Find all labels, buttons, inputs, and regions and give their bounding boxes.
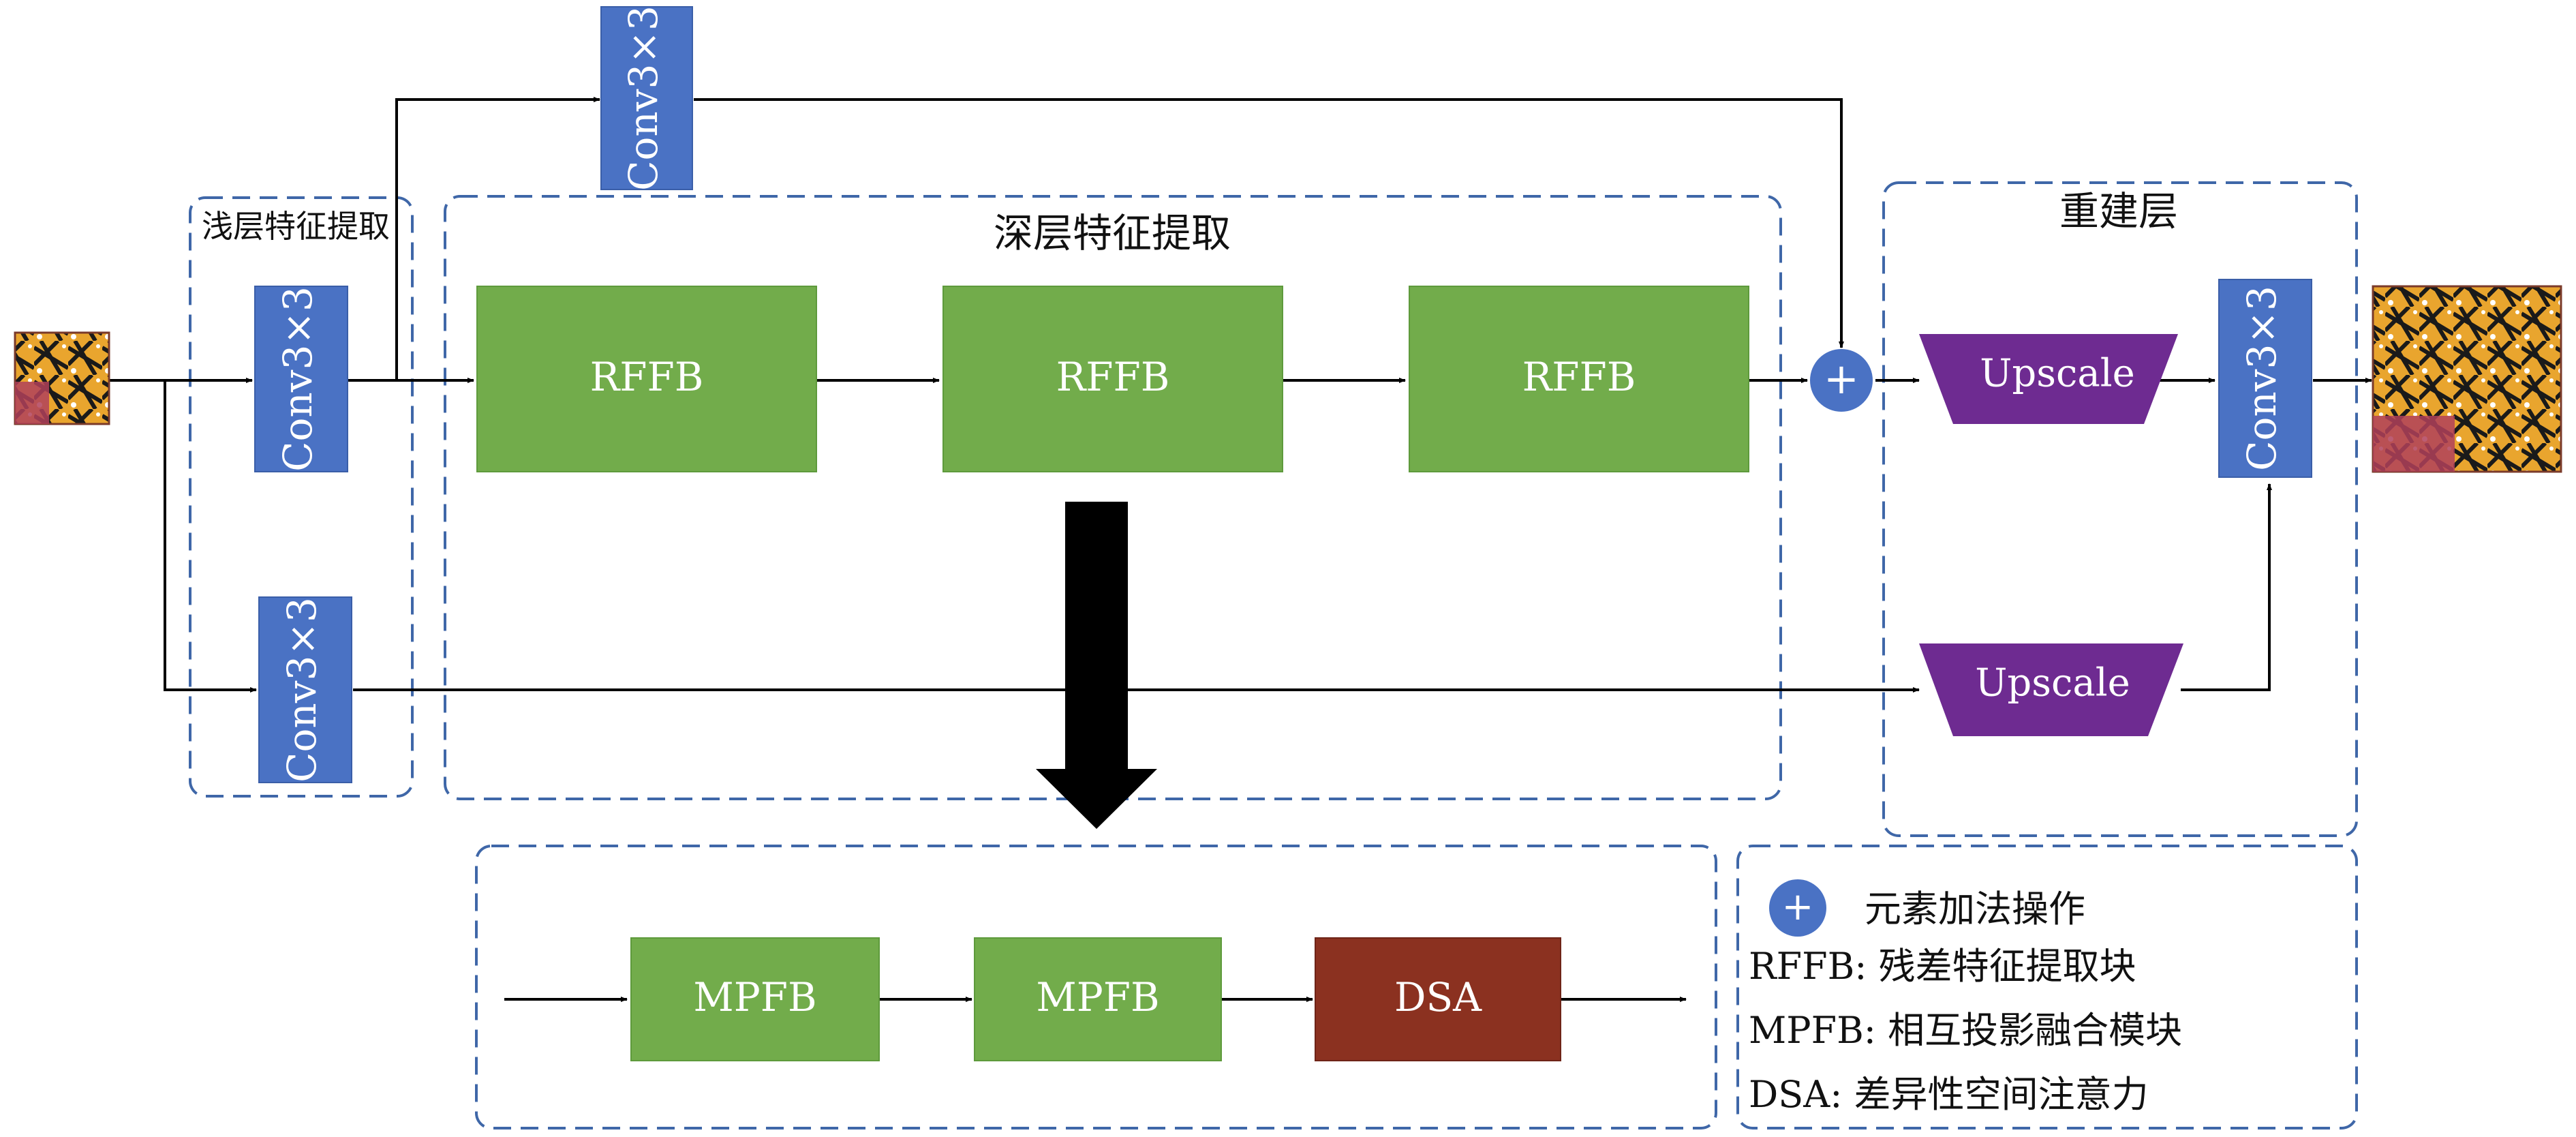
svg-text:Conv3×3: Conv3×3 xyxy=(2239,286,2285,471)
recon-title: 重建层 xyxy=(2059,188,2178,234)
dsa-block: DSA xyxy=(1315,937,1561,1061)
deep-title: 深层特征提取 xyxy=(994,210,1231,256)
recon-region xyxy=(1882,181,2358,837)
svg-text:MPFB: MPFB xyxy=(693,974,816,1020)
mpfb-block-2: MPFB xyxy=(974,937,1222,1061)
rffb-block-3: RFFB xyxy=(1409,286,1749,472)
svg-text:Upscale: Upscale xyxy=(1980,352,2135,396)
conv-block-shallow-2: Conv3×3 xyxy=(258,596,352,783)
shallow-title: 浅层特征提取 xyxy=(202,208,390,245)
conv-block-skip: Conv3×3 xyxy=(600,5,693,191)
svg-text:MPFB: MPFB xyxy=(1036,974,1159,1020)
svg-text:RFFB: RFFB xyxy=(590,354,704,400)
rffb-block-2: RFFB xyxy=(942,286,1283,472)
legend-rffb: RFFB: 残差特征提取块 xyxy=(1749,945,2136,988)
conv-block-recon: Conv3×3 xyxy=(2218,279,2312,478)
svg-text:Upscale: Upscale xyxy=(1975,661,2130,706)
legend: + 元素加法操作 RFFB: 残差特征提取块 MPFB: 相互投影融合模块 DS… xyxy=(1749,879,2182,1116)
svg-text:Conv3×3: Conv3×3 xyxy=(275,286,321,472)
svg-text:RFFB: RFFB xyxy=(1522,354,1636,400)
svg-text:Conv3×3: Conv3×3 xyxy=(620,5,666,191)
svg-text:+: + xyxy=(1824,354,1859,404)
upscale-block-bottom: Upscale xyxy=(1919,643,2183,736)
legend-add: 元素加法操作 xyxy=(1865,888,2085,930)
output-image xyxy=(2372,285,2562,473)
rffb-block-1: RFFB xyxy=(476,286,817,472)
expand-down-arrow-icon xyxy=(1036,502,1157,829)
shallow-region xyxy=(189,196,414,798)
connections xyxy=(109,97,2372,1002)
legend-region xyxy=(1736,845,2358,1130)
upscale-block-top: Upscale xyxy=(1919,334,2178,424)
conv-block-shallow-1: Conv3×3 xyxy=(254,286,348,472)
svg-text:+: + xyxy=(1782,885,1814,929)
legend-dsa: DSA: 差异性空间注意力 xyxy=(1749,1073,2149,1116)
svg-text:DSA: DSA xyxy=(1394,974,1482,1020)
legend-plus-icon xyxy=(1769,879,1826,937)
mpfb-block-1: MPFB xyxy=(630,937,880,1061)
input-image xyxy=(14,331,110,425)
rffb-detail-region xyxy=(475,845,1717,1130)
legend-mpfb: MPFB: 相互投影融合模块 xyxy=(1749,1009,2182,1052)
svg-text:Conv3×3: Conv3×3 xyxy=(279,597,325,783)
plus-circle-icon: + xyxy=(1810,349,1873,412)
svg-text:RFFB: RFFB xyxy=(1056,354,1170,400)
